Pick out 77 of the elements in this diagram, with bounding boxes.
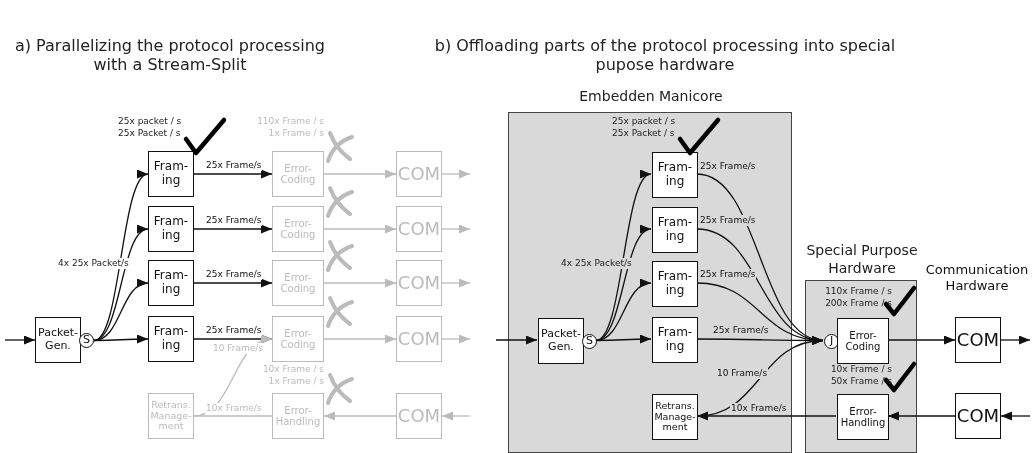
panel-title: b) Offloading parts of the protocol processing into special pupose hardware (433, 36, 897, 75)
connector-arrow (323, 224, 397, 234)
connector-arrow (193, 224, 273, 234)
connector-arrow (696, 411, 837, 421)
panel-title: a) Parallelizing the protocol processing with a Stream-Split (14, 36, 326, 75)
connector-arrow (441, 278, 471, 288)
process-box: Error- Coding (272, 206, 324, 252)
connector-arrow (323, 411, 397, 421)
process-box: Fram- ing (652, 152, 698, 198)
process-box: Error- Handling (272, 393, 324, 439)
connector-arrow (887, 335, 956, 345)
edge-label: 25x Frame/s (699, 215, 757, 226)
edge-label: 25x Frame/s (699, 161, 757, 172)
process-box: Fram- ing (652, 207, 698, 253)
rate-label: 25x Packet / s (612, 128, 676, 139)
process-box: Error- Coding (272, 151, 324, 197)
process-box: COM (955, 317, 1001, 363)
rate-label: Communication Hardware (924, 262, 1030, 294)
edge-label: 10 Frame/s (716, 368, 769, 379)
connector-arrow (193, 278, 273, 288)
process-box: COM (396, 151, 442, 197)
process-box: Error- Coding (272, 260, 324, 306)
group-heading: Embedden Manicore (578, 87, 724, 105)
rate-label: 200x Frame / s (824, 298, 892, 309)
connector-arrow (4, 335, 36, 345)
connector-arrow (93, 228, 149, 342)
connector-arrow (595, 334, 652, 344)
process-box: Fram- ing (148, 206, 194, 252)
edge-label: 25x Frame/s (205, 269, 263, 280)
rate-label: 50x Frame / s (829, 376, 892, 387)
group-heading: Special Purpose Hardware (805, 241, 919, 277)
connector-arrow (495, 335, 538, 345)
edge-label: 10 Frame/s (212, 343, 265, 354)
edge-label: 25x Frame/s (205, 325, 263, 336)
process-box: COM (396, 206, 442, 252)
rate-label: 4x 25x Packet/s (58, 258, 129, 269)
edge-label: 25x Frame/s (712, 325, 770, 336)
process-box: COM (396, 260, 442, 306)
process-box: Retrans. Manage- ment (652, 394, 698, 440)
rate-label: 25x packet / s (612, 116, 677, 127)
connector-arrow (441, 169, 471, 179)
rate-label: 10x Frame / s (829, 364, 892, 375)
connector-arrow (193, 169, 273, 179)
process-box: Error- Coding (272, 316, 324, 362)
process-box: Error- Coding (837, 318, 889, 364)
connector-arrow (323, 169, 397, 179)
process-box: Packet- Gen. (35, 317, 81, 363)
process-box: COM (396, 316, 442, 362)
process-box: COM (396, 393, 442, 439)
process-box: Fram- ing (148, 151, 194, 197)
rate-label: 4x 25x Packet/s (561, 258, 632, 269)
edge-label: 25x Frame/s (205, 215, 263, 226)
process-box: Packet- Gen. (538, 318, 584, 364)
connector-arrow (93, 334, 149, 344)
process-box: Fram- ing (652, 261, 698, 307)
connector-arrow (441, 411, 471, 421)
connector-arrow (441, 334, 471, 344)
edge-label: 25x Frame/s (699, 269, 757, 280)
rate-label: 25x Packet / s (118, 128, 182, 139)
process-box: Fram- ing (148, 316, 194, 362)
process-box: COM (955, 393, 1001, 439)
connector-arrow (441, 224, 471, 234)
process-box: Retrans. Manage- ment (148, 393, 194, 439)
process-box: Fram- ing (148, 260, 194, 306)
process-box: Error- Handling (837, 394, 889, 440)
edge-label: 25x Frame/s (205, 160, 263, 171)
process-box: Fram- ing (652, 317, 698, 363)
connector-arrow (887, 411, 956, 421)
connector-arrow (595, 228, 652, 342)
rate-label: 25x packet / s (118, 116, 183, 127)
rate-label: 110x Frame / s (824, 286, 892, 297)
edge-label: 10x Frame/s (730, 403, 788, 414)
connector-arrow (1000, 411, 1031, 421)
edge-label: 10x Frame/s (205, 403, 263, 414)
connector-arrow (323, 334, 397, 344)
connector-arrow (323, 278, 397, 288)
connector-arrow (1000, 335, 1031, 345)
